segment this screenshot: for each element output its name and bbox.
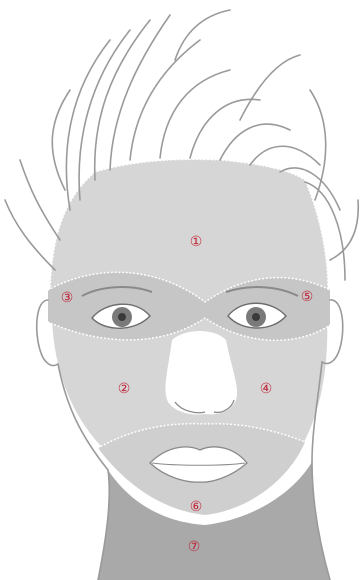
zone-label-1: ①	[190, 234, 203, 250]
zone-label-5: ⑤	[301, 289, 314, 305]
svg-text:⑦: ⑦	[188, 539, 201, 555]
svg-text:⑤: ⑤	[301, 289, 314, 305]
zone-label-2: ②	[118, 381, 131, 397]
zone-label-3: ③	[61, 290, 74, 306]
svg-text:⑥: ⑥	[190, 499, 203, 515]
svg-text:③: ③	[61, 290, 74, 306]
nose-area	[165, 331, 237, 415]
svg-text:④: ④	[260, 381, 273, 397]
svg-text:①: ①	[190, 234, 203, 250]
zone-label-4: ④	[260, 381, 273, 397]
zone-label-7: ⑦	[188, 539, 201, 555]
zone-label-6: ⑥	[190, 499, 203, 515]
svg-text:②: ②	[118, 381, 131, 397]
